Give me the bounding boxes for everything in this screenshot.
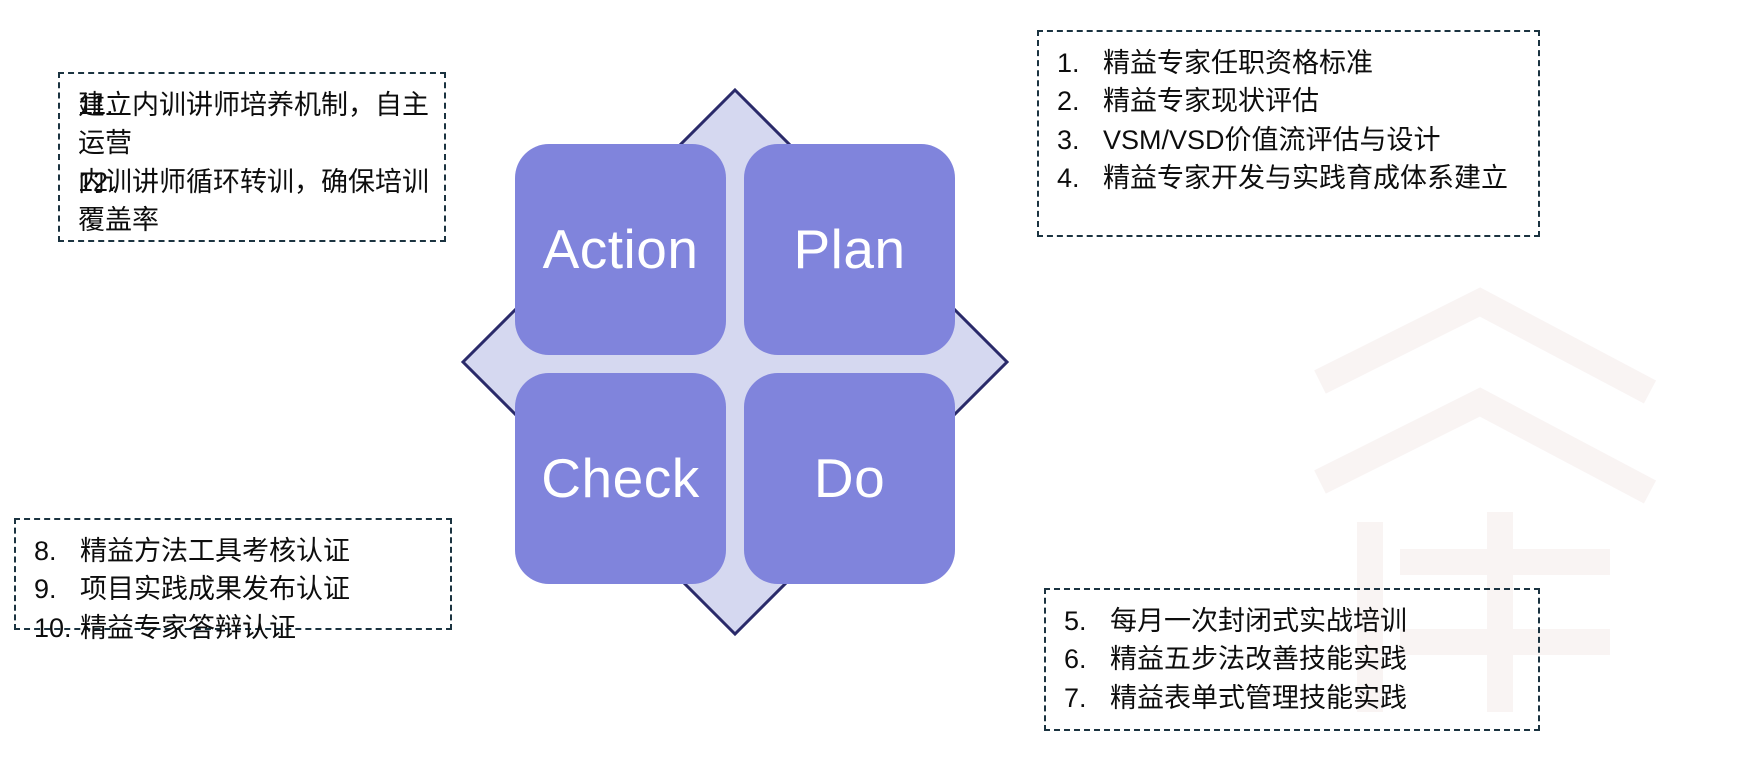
list-item: 9. 项目实践成果发布认证 xyxy=(34,570,436,608)
list-item-number: 3. xyxy=(1057,124,1080,155)
list-item: 1. 精益专家任职资格标准 xyxy=(1057,44,1524,82)
list-item: 8. 精益方法工具考核认证 xyxy=(34,532,436,570)
list-item: 2. 精益专家现状评估 xyxy=(1057,82,1524,120)
list-item-text: 精益方法工具考核认证 xyxy=(80,536,350,566)
pdca-quadrant-action-label: Action xyxy=(542,218,699,280)
list-item: 4. 精益专家开发与实践育成体系建立 xyxy=(1057,159,1524,197)
list-item: 5. 每月一次封闭式实战培训 xyxy=(1064,602,1524,640)
list-item: 11. 建立内训讲师培养机制，自主运营 xyxy=(78,86,430,163)
list-item-text: 精益五步法改善技能实践 xyxy=(1110,644,1407,675)
callout-action-list: 11. 建立内训讲师培养机制，自主运营 12. 内训讲师循环转训，确保培训覆盖率 xyxy=(78,86,430,239)
list-item-text: 精益专家任职资格标准 xyxy=(1103,48,1373,78)
list-item-text: 精益专家开发与实践育成体系建立 xyxy=(1103,162,1508,193)
pdca-diagram: Action Plan Check Do xyxy=(455,82,1015,642)
callout-box-action: 11. 建立内训讲师培养机制，自主运营 12. 内训讲师循环转训，确保培训覆盖率 xyxy=(58,72,446,242)
callout-check-list: 8. 精益方法工具考核认证 9. 项目实践成果发布认证 10. 精益专家答辩认证 xyxy=(34,532,436,647)
pdca-quadrant-action[interactable]: Action xyxy=(515,144,726,355)
list-item-number: 7. xyxy=(1064,682,1087,713)
list-item-number: 4. xyxy=(1057,162,1080,193)
list-item-text: 精益专家答辩认证 xyxy=(80,612,296,643)
pdca-quadrant-plan-label: Plan xyxy=(793,218,906,280)
list-item: 3. VSM/VSD价值流评估与设计 xyxy=(1057,121,1524,159)
list-item-text: 精益表单式管理技能实践 xyxy=(1110,682,1407,713)
callout-plan-list: 1. 精益专家任职资格标准 2. 精益专家现状评估 3. VSM/VSD价值流评… xyxy=(1057,44,1524,197)
pdca-quadrant-plan[interactable]: Plan xyxy=(744,144,955,355)
list-item: 12. 内训讲师循环转训，确保培训覆盖率 xyxy=(78,163,430,240)
pdca-quadrant-do[interactable]: Do xyxy=(744,373,955,584)
list-item-number: 10. xyxy=(34,612,72,643)
callout-box-check: 8. 精益方法工具考核认证 9. 项目实践成果发布认证 10. 精益专家答辩认证 xyxy=(14,518,452,643)
list-item-text: 建立内训讲师培养机制，自主运营 xyxy=(78,90,429,159)
callout-do-list: 5. 每月一次封闭式实战培训 6. 精益五步法改善技能实践 7. 精益表单式管理… xyxy=(1064,602,1524,717)
pdca-quadrant-grid: Action Plan Check Do xyxy=(515,144,955,584)
list-item-number: 2. xyxy=(1057,86,1080,117)
list-item-number: 6. xyxy=(1064,644,1087,675)
list-item-number: 9. xyxy=(34,574,57,605)
callout-box-do: 5. 每月一次封闭式实战培训 6. 精益五步法改善技能实践 7. 精益表单式管理… xyxy=(1044,588,1540,731)
list-item-number: 5. xyxy=(1064,606,1087,636)
list-item: 10. 精益专家答辩认证 xyxy=(34,609,436,647)
list-item-text: 每月一次封闭式实战培训 xyxy=(1110,606,1407,636)
list-item: 6. 精益五步法改善技能实践 xyxy=(1064,640,1524,678)
list-item-number: 8. xyxy=(34,536,57,566)
list-item-number: 1. xyxy=(1057,48,1080,78)
list-item-text: 精益专家现状评估 xyxy=(1103,86,1319,117)
list-item-text: VSM/VSD价值流评估与设计 xyxy=(1103,124,1441,155)
pdca-quadrant-check[interactable]: Check xyxy=(515,373,726,584)
callout-box-plan: 1. 精益专家任职资格标准 2. 精益专家现状评估 3. VSM/VSD价值流评… xyxy=(1037,30,1540,237)
list-item-text: 项目实践成果发布认证 xyxy=(80,574,350,605)
list-item-text: 内训讲师循环转训，确保培训覆盖率 xyxy=(78,166,429,235)
list-item: 7. 精益表单式管理技能实践 xyxy=(1064,679,1524,717)
pdca-quadrant-check-label: Check xyxy=(541,447,700,509)
pdca-quadrant-do-label: Do xyxy=(813,447,886,509)
